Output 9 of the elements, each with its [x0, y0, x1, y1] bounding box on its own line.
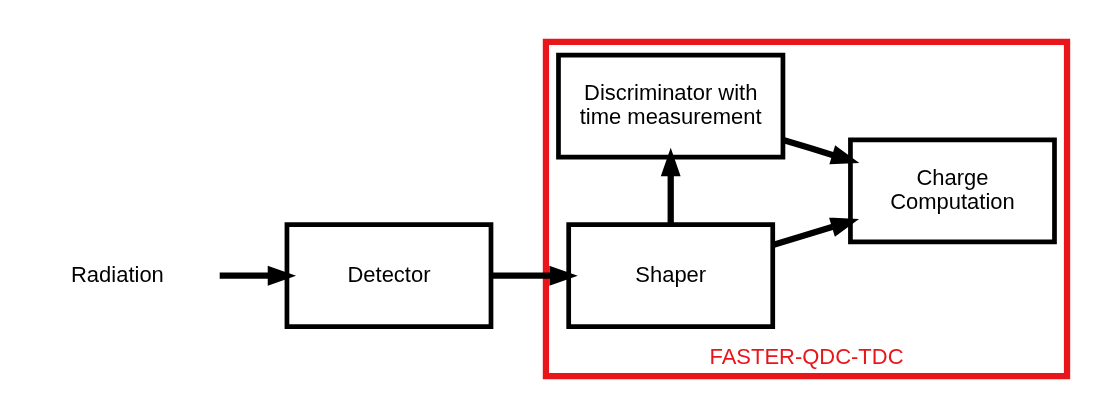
- node-box: Detector: [284, 222, 494, 330]
- node-box: Charge Computation: [848, 137, 1057, 245]
- arrow: [782, 136, 860, 165]
- arrow: [219, 265, 297, 286]
- arrow: [660, 147, 681, 225]
- node-box: Discriminator with time measurement: [556, 52, 786, 160]
- arrow: [491, 265, 578, 286]
- node-text: Radiation: [71, 261, 164, 287]
- node-box: Shaper: [566, 222, 776, 330]
